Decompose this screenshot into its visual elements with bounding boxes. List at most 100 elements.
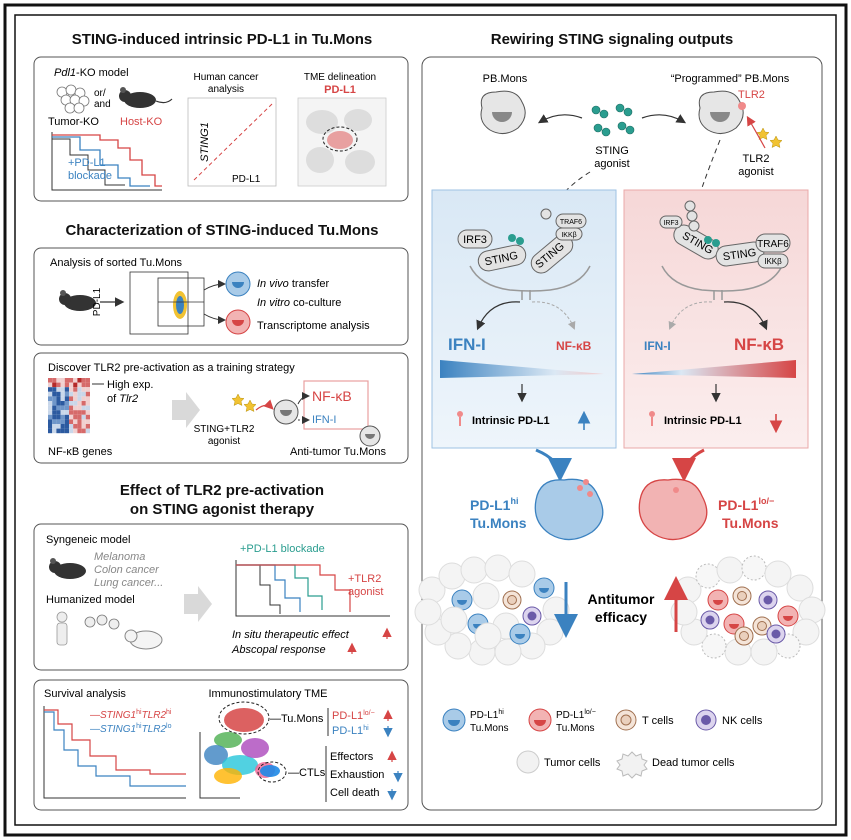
legend-dead-icon	[616, 751, 648, 779]
heatmap-cell	[69, 382, 74, 388]
pbmons-icon	[480, 90, 526, 134]
heatmap-cell	[81, 401, 86, 406]
heatmap-cell	[64, 410, 69, 415]
heatmap-cell	[60, 410, 65, 415]
tumor-cell	[460, 556, 488, 584]
heatmap-cell	[56, 378, 61, 383]
heatmap-cell	[48, 428, 53, 434]
heatmap-cell	[69, 401, 74, 406]
heatmap-cell	[52, 410, 57, 415]
ifn-right: IFN-I	[644, 339, 671, 353]
arrow-to-blue	[203, 280, 226, 291]
sting-agonist-label-1: STING	[595, 145, 629, 157]
pdl1-icon-left	[457, 411, 463, 426]
heatmap-cell	[81, 428, 86, 434]
heatmap-cell	[52, 419, 57, 424]
heatmap-cell	[48, 391, 53, 397]
heatmap-cell	[56, 414, 61, 420]
legend-tcell-icon	[615, 709, 637, 731]
legend-lo-a: PD-L1lo/−	[556, 709, 596, 721]
heatmap-cell	[73, 391, 78, 397]
host-ko-label: Host-KO	[120, 116, 163, 128]
tumor-mass-right	[670, 555, 826, 666]
legend-tumor: Tumor cells	[544, 757, 601, 769]
heatmap-cell	[73, 410, 78, 415]
heatmap-cell	[73, 428, 78, 434]
heatmap-cell	[77, 391, 82, 397]
tumor-mass-left	[414, 554, 570, 666]
nfkb-discover-label: NF-κB	[312, 388, 352, 404]
heatmap-cell	[56, 428, 61, 434]
heatmap-cell	[60, 396, 65, 401]
heatmap-cell	[52, 401, 57, 406]
human-title-2: analysis	[208, 84, 244, 95]
tsne-colorful	[199, 701, 287, 799]
nfkb-left: NF-κB	[556, 339, 592, 353]
heatmap-cell	[48, 424, 53, 429]
pdl1ko-title: Pdl1-KO model	[54, 67, 129, 79]
heatmap-cell	[77, 428, 82, 434]
heatmap-cell	[77, 382, 82, 388]
legend-lo-b: Tu.Mons	[556, 723, 595, 734]
heatmap-cell	[81, 414, 86, 420]
traf6-right: TRAF6	[757, 239, 789, 250]
section-title-1: STING-induced intrinsic PD-L1 in Tu.Mons	[72, 31, 373, 48]
heatmap-cell	[69, 391, 74, 397]
survival-plot-3	[43, 706, 186, 799]
heatmap-cell	[52, 405, 57, 411]
tlr2-agonist-label-1: +TLR2	[348, 573, 381, 585]
pdl1-icon-right	[649, 411, 655, 426]
heatmap-cell	[73, 396, 78, 401]
box-pdl1ko	[33, 56, 409, 202]
tme-title: TME delineation	[304, 72, 376, 83]
heatmap-cell	[48, 405, 53, 411]
pdl1-blockade-label-2: blockade	[68, 170, 112, 182]
legend-hi-b: Tu.Mons	[470, 723, 509, 734]
heatmap-cell	[48, 414, 53, 420]
heatmap-cell	[69, 414, 74, 420]
tumor-cell	[444, 632, 472, 660]
heatmap-cell	[77, 424, 82, 429]
heatmap-cell	[81, 410, 86, 415]
sorted-title: Analysis of sorted Tu.Mons	[50, 257, 183, 269]
antitumor-monocyte-icon	[359, 425, 381, 447]
heatmap-cell	[81, 382, 86, 388]
cells-icon	[84, 614, 120, 630]
heatmap-cell	[60, 378, 65, 383]
heatmap-cell	[85, 414, 90, 420]
tlr2-agonist-r2: agonist	[738, 166, 773, 178]
antitumor-label-1: Antitumor	[588, 591, 655, 607]
heatmap-cell	[77, 410, 82, 415]
heatmap-cell	[64, 378, 69, 383]
programmed-label: “Programmed” PB.Mons	[671, 73, 790, 85]
tumons-lo-a: PD-L1lo/−	[718, 496, 774, 513]
mouse-icon	[119, 87, 173, 108]
heatmap-cell	[73, 401, 78, 406]
right-title: Rewiring STING signaling outputs	[491, 31, 734, 48]
heatmap-cell	[69, 410, 74, 415]
heatmap-cell	[52, 424, 57, 429]
heatmap-cell	[69, 378, 74, 383]
and-label: and	[94, 99, 111, 110]
death-label: Cell death	[330, 787, 380, 799]
heatmap-cell	[81, 419, 86, 424]
gradient-wedge-left	[440, 360, 604, 378]
right-box	[421, 56, 823, 811]
traf6-left: TRAF6	[560, 219, 582, 226]
heatmap-cell	[81, 396, 86, 401]
heatmap-cell	[52, 391, 57, 397]
arrow-to-hi-tumons	[535, 448, 572, 482]
heatmap-cell	[64, 396, 69, 401]
legend-hi-a: PD-L1hi	[470, 709, 504, 721]
heatmap-cell	[81, 405, 86, 411]
legend-dead: Dead tumor cells	[652, 757, 735, 769]
stars-icon-right	[756, 127, 783, 148]
insitu-label: In situ therapeutic effect	[232, 629, 350, 641]
legend-tcells: T cells	[642, 715, 674, 727]
heatmap-cell	[77, 401, 82, 406]
heatmap-cell	[69, 405, 74, 411]
heatmap-cell	[60, 405, 65, 411]
syngeneic-label: Syngeneic model	[46, 534, 130, 546]
mouse-icon-3	[49, 558, 86, 579]
survival-title: Survival analysis	[44, 688, 126, 700]
